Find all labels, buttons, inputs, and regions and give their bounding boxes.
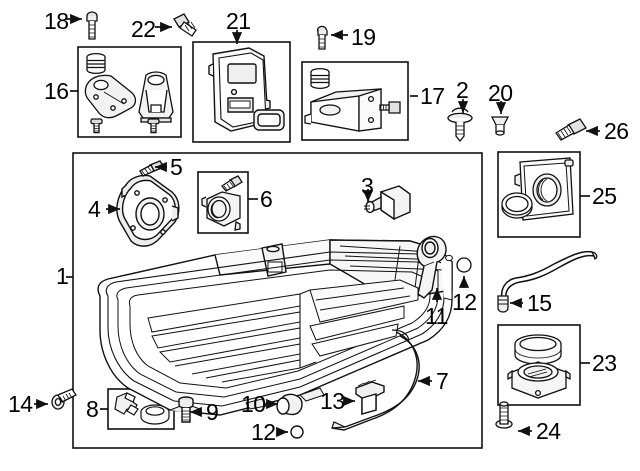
module-cover-21 <box>253 109 285 131</box>
callout-label-14: 14 <box>8 391 33 417</box>
rivet-20 <box>490 116 510 136</box>
bolt-18 <box>86 11 98 40</box>
hose-11 <box>416 235 447 299</box>
callout-label-18: 18 <box>44 8 69 34</box>
screw-14 <box>51 388 77 410</box>
callout-label-15: 15 <box>527 290 552 316</box>
bracket-cover-16 <box>138 71 174 123</box>
callout-label-13: 13 <box>320 388 345 414</box>
socket-kit-8-group <box>114 392 170 425</box>
screw-24 <box>495 401 513 429</box>
callout-label-1: 1 <box>56 263 69 289</box>
callout-label-19: 19 <box>351 24 376 50</box>
box-23 <box>497 324 581 406</box>
bracket-plate-16 <box>84 74 137 119</box>
box-16 <box>77 46 182 138</box>
callout-label-2: 2 <box>456 77 469 103</box>
bracket-17-group <box>304 67 401 132</box>
callout-label-12: 12 <box>452 289 477 315</box>
callout-label-16: 16 <box>44 78 69 104</box>
callout-label-25: 25 <box>592 183 617 209</box>
callout-label-26: 26 <box>604 118 629 144</box>
screw-9 <box>178 396 194 423</box>
leader-lines-group <box>34 13 600 438</box>
headlamp-lens-body <box>97 239 453 416</box>
callout-label-20: 20 <box>488 80 513 106</box>
bulb-3 <box>364 185 411 221</box>
callout-label-12b: 12 <box>251 419 276 445</box>
callout-label-22: 22 <box>131 16 156 42</box>
callout-label-17: 17 <box>420 83 445 109</box>
grommet-10 <box>276 393 303 416</box>
callout-label-10: 10 <box>241 391 266 417</box>
screw-16b <box>147 118 160 134</box>
screw-16a <box>90 118 103 134</box>
bolt-26 <box>555 118 587 141</box>
wire-harness-7 <box>331 329 420 431</box>
bracket-kit-group <box>84 52 174 134</box>
loose-fasteners-group <box>51 11 598 429</box>
callout-label-7: 7 <box>436 368 449 394</box>
callout-label-11: 11 <box>425 303 448 329</box>
callout-label-3: 3 <box>361 173 374 199</box>
socket-6-group <box>201 175 243 231</box>
callout-label-6: 6 <box>260 186 273 212</box>
box-6 <box>197 171 249 234</box>
ballast-body-23 <box>507 361 571 399</box>
bolt-6 <box>221 175 243 192</box>
box-25 <box>497 151 581 238</box>
bolt-22 <box>173 13 197 37</box>
clip-13 <box>355 379 385 415</box>
cap-12b <box>290 425 304 439</box>
callout-label-8: 8 <box>86 396 99 422</box>
spacer-17 <box>310 67 330 90</box>
control-module-group <box>208 47 285 132</box>
box-1 <box>72 152 483 449</box>
callout-label-24: 24 <box>536 418 561 444</box>
washer-hose-15 <box>497 250 598 313</box>
callout-label-5: 5 <box>170 154 183 180</box>
ballast-cap-23 <box>514 334 562 365</box>
callout-label-4: 4 <box>88 196 101 222</box>
spacer-16 <box>86 52 106 75</box>
headlamp-assembly-group <box>97 160 453 439</box>
callout-label-23: 23 <box>592 350 617 376</box>
cover-4 <box>116 174 180 247</box>
ballast-23-group <box>507 334 571 399</box>
callout-label-21: 21 <box>226 8 251 34</box>
seal-ring-25 <box>501 192 533 219</box>
bolt-5 <box>139 160 166 177</box>
box-17 <box>301 61 409 141</box>
module-25-group <box>501 157 574 221</box>
callout-label-9: 9 <box>206 399 219 425</box>
bolt-19 <box>316 25 328 50</box>
bolt-2 <box>447 107 473 143</box>
bolt-17 <box>379 101 401 114</box>
cap-12a <box>456 257 472 273</box>
